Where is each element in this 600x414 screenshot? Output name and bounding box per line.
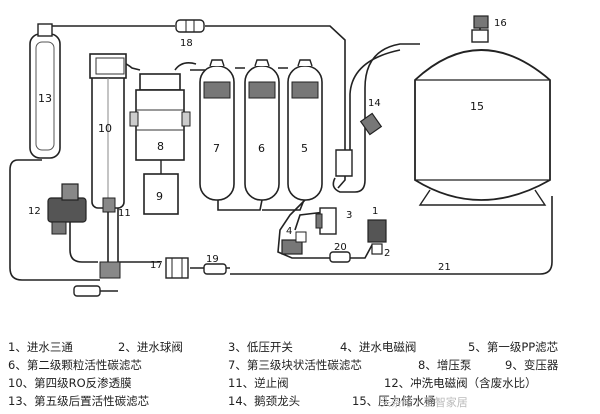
post-carbon-filter	[29, 23, 61, 159]
legend: 1、进水三通 2、进水球阀 3、低压开关 4、进水电磁阀 5、第一级PP滤芯 6…	[0, 334, 600, 414]
water-purifier-diagram: 13 10 8 9 7 6 5 15 16 18 14 12 11 17 19 …	[9, 15, 553, 297]
label-2: 2	[384, 248, 390, 259]
label-11: 11	[118, 208, 131, 219]
legend-item-4: 4、进水电磁阀	[340, 340, 417, 354]
legend-item-3: 3、低压开关	[228, 340, 293, 354]
inlet-tee	[367, 219, 387, 243]
legend-item-5: 5、第一级PP滤芯	[468, 340, 559, 354]
label-4: 4	[286, 226, 292, 237]
legend-item-13: 13、第五级后置活性碳滤芯	[8, 394, 150, 408]
legend-item-11: 11、逆止阀	[228, 376, 289, 390]
flush-solenoid	[47, 183, 87, 235]
ro-membrane-housing	[89, 53, 127, 209]
label-5: 5	[301, 142, 308, 155]
label-8: 8	[157, 140, 164, 153]
valve-left-under-11	[99, 261, 121, 279]
label-20: 20	[334, 242, 347, 253]
watermark: 头条号 / 爱智家居	[380, 396, 468, 409]
fitting-20	[329, 251, 351, 263]
check-valve	[102, 197, 116, 213]
label-14: 14	[368, 98, 381, 109]
filter-block-carbon	[199, 59, 235, 201]
legend-item-1: 1、进水三通	[8, 340, 73, 354]
legend-item-15: 15、压力储水桶	[352, 394, 436, 408]
inlet-ball-valve	[371, 243, 383, 255]
pipe-gooseneck-inner	[349, 49, 401, 176]
label-12: 12	[28, 206, 41, 217]
fitting-19	[203, 263, 227, 275]
legend-item-6: 6、第二级颗粒活性碳滤芯	[8, 358, 142, 372]
label-9: 9	[156, 190, 163, 203]
low-pressure-switch	[315, 207, 337, 235]
legend-item-14: 14、鹅颈龙头	[228, 394, 301, 408]
pipe-left-loop	[9, 159, 100, 281]
pipe-filters-top	[190, 67, 288, 71]
label-18: 18	[180, 38, 193, 49]
label-16: 16	[494, 18, 507, 29]
booster-pump	[129, 73, 191, 161]
legend-item-10: 10、第四级RO反渗透膜	[8, 376, 132, 390]
label-3: 3	[346, 210, 352, 221]
label-13: 13	[38, 92, 52, 105]
label-6: 6	[258, 142, 265, 155]
label-1: 1	[372, 206, 378, 217]
filter-pp	[287, 59, 323, 201]
label-10: 10	[98, 122, 112, 135]
label-19: 19	[206, 254, 219, 265]
pipe-inlet-2	[294, 211, 326, 231]
label-15: 15	[470, 100, 484, 113]
fitting-18	[175, 19, 205, 33]
filter-granular-carbon	[244, 59, 280, 201]
pipe-gooseneck	[332, 43, 420, 193]
legend-item-7: 7、第三级块状活性碳滤芯	[228, 358, 362, 372]
pipe-inlet	[277, 199, 373, 259]
pipe-filters-bottom	[217, 199, 305, 211]
pressure-tank	[414, 29, 551, 206]
legend-item-2: 2、进水球阀	[118, 340, 183, 354]
label-17: 17	[150, 260, 163, 271]
label-7: 7	[213, 142, 220, 155]
bottom-left-fitting	[73, 285, 118, 297]
pipe-10-11	[117, 200, 160, 263]
legend-item-12: 12、冲洗电磁阀（含废水比）	[384, 376, 537, 390]
tank-valve	[473, 15, 489, 29]
transformer	[143, 160, 179, 215]
fitting-17	[165, 257, 189, 279]
gooseneck-faucet	[335, 112, 383, 177]
pipe-18-faucet	[205, 25, 346, 189]
pipe-12-bottom	[69, 220, 98, 263]
legend-item-9: 9、变压器	[505, 358, 559, 372]
label-21: 21	[438, 262, 451, 273]
pipe-21-bottom	[230, 196, 553, 275]
legend-item-8: 8、增压泵	[418, 358, 472, 372]
inlet-solenoid	[281, 231, 307, 255]
